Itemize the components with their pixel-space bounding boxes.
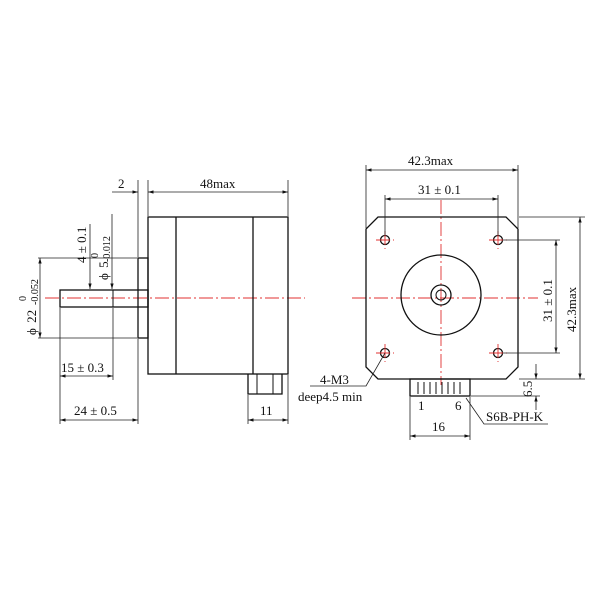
connector-width-text: 16	[432, 419, 446, 434]
shaft-dia-value: 5	[96, 261, 111, 268]
side-view: 2 48max ϕ 22 0 -0.052 4 ± 0.1 ϕ 5 0 -0.0…	[18, 176, 305, 424]
boss-dia-label: ϕ 22 0 -0.052	[18, 279, 41, 335]
height-total-text: 42.3max	[564, 286, 579, 332]
connector-offset-label: 6.5	[520, 381, 535, 397]
boss-dia-value: 22	[24, 310, 39, 323]
mounting-flange	[365, 216, 519, 380]
shaft-length-text: 24 ± 0.5	[74, 403, 117, 418]
svg-text:ϕ 5: ϕ 5	[96, 261, 111, 280]
hole-spec-text: 4-M3	[320, 372, 349, 387]
flat-dim-label: 4 ± 0.1	[74, 227, 89, 263]
height-total-label: 42.3max	[564, 286, 579, 332]
front-connector	[409, 378, 471, 397]
hole-spacing-v-text: 31 ± 0.1	[540, 279, 555, 322]
boss-dia-symbol: ϕ	[24, 328, 39, 335]
front-boss	[400, 254, 482, 336]
front-view: 1 6 42.3max 31 ± 0.1 31 ± 0.1 42.3max 6.…	[298, 153, 585, 440]
pin-first-label: 1	[418, 398, 425, 413]
motor-shaft	[59, 289, 149, 308]
pin-last-label: 6	[455, 398, 462, 413]
connector-part-text: S6B-PH-K	[486, 409, 544, 424]
width-total-text: 42.3max	[408, 153, 454, 168]
front-shaft	[430, 284, 452, 306]
hole-depth-text: deep4.5 min	[298, 389, 363, 404]
boss-tol-upper: 0	[18, 296, 29, 301]
svg-text:ϕ 22: ϕ 22	[24, 310, 39, 335]
hole-spacing-v-label: 31 ± 0.1	[540, 279, 555, 322]
dim-body-length-text: 48max	[200, 176, 236, 191]
hole-spacing-h-text: 31 ± 0.1	[418, 182, 461, 197]
shaft-tol-upper: 0	[90, 253, 101, 258]
connector-offset-text: 6.5	[520, 381, 535, 397]
shaft-dia-label: ϕ 5 0 -0.012	[90, 236, 113, 280]
connector-pins	[417, 382, 461, 394]
connector-length-text: 11	[260, 403, 273, 418]
side-connector	[247, 374, 283, 395]
flat-dim-text: 4 ± 0.1	[74, 227, 89, 263]
front-shaft-flat	[435, 289, 447, 301]
hole-spec-leader	[310, 352, 386, 387]
shaft-dia-symbol: ϕ	[96, 273, 111, 280]
shaft-tol-lower: -0.012	[102, 236, 113, 262]
motor-body	[147, 216, 289, 375]
boss-tol-lower: -0.052	[30, 279, 41, 305]
dim-flange-text: 2	[118, 176, 125, 191]
connector-part-leader	[465, 397, 548, 425]
flat-length-text: 15 ± 0.3	[61, 360, 104, 375]
